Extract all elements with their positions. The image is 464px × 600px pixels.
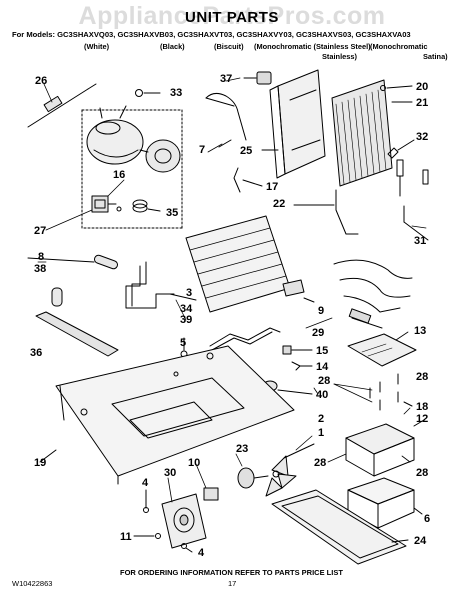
callout-23: 23	[236, 443, 248, 455]
callout-40: 40	[316, 389, 328, 401]
part-11-screw	[133, 533, 161, 539]
models-line: For Models: GC3SHAXVQ03, GC3SHAXVB03, GC…	[12, 30, 411, 39]
callout-33: 33	[170, 87, 182, 99]
footer-note: FOR ORDERING INFORMATION REFER TO PARTS …	[120, 568, 343, 577]
part-18-screws	[369, 373, 413, 411]
part-37-cap	[243, 71, 272, 85]
callout-28-b: 28	[416, 371, 428, 383]
callout-38: 38	[34, 263, 46, 275]
callout-36: 36	[30, 347, 42, 359]
callout-24: 24	[414, 535, 427, 547]
part-24-drain-pan	[271, 489, 409, 565]
callout-15: 15	[316, 345, 328, 357]
part-7-tube	[205, 92, 247, 148]
callout-16: 16	[113, 169, 125, 181]
callout-20: 20	[416, 81, 428, 93]
variant-black: (Black)	[160, 42, 185, 51]
callout-28-c: 28	[314, 457, 326, 469]
callout-5: 5	[180, 337, 186, 349]
part-25-evap-cover	[261, 69, 326, 179]
part-17-drain	[233, 167, 263, 193]
callout-30: 30	[164, 467, 176, 479]
callout-11: 11	[120, 531, 132, 543]
part-10-bracket	[203, 487, 219, 501]
callout-19: 19	[34, 457, 46, 469]
variant-biscuit: (Biscuit)	[214, 42, 244, 51]
footer-doc-number: W10422863	[12, 579, 53, 588]
callout-2: 2	[318, 413, 324, 425]
callout-27: 27	[34, 225, 46, 237]
callout-34: 34	[180, 303, 193, 315]
part-9-pad	[282, 279, 315, 303]
footer-page-number: 17	[228, 579, 237, 588]
part-8-drier	[27, 254, 119, 270]
callout-4-top: 4	[142, 477, 149, 489]
callout-17: 17	[266, 181, 278, 193]
part-30-shroud	[161, 493, 207, 549]
part-2-fan-motor	[237, 467, 269, 489]
variant-white: (White)	[84, 42, 110, 51]
part-6-box	[347, 477, 423, 529]
part-compressor	[86, 105, 181, 173]
callout-14: 14	[316, 361, 329, 373]
callout-8: 8	[38, 251, 44, 263]
leader-lines	[37, 77, 427, 503]
callout-32: 32	[416, 131, 428, 143]
callout-18: 18	[416, 401, 428, 413]
callout-37: 37	[220, 73, 232, 85]
part-34-tubing	[125, 261, 175, 309]
callout-21: 21	[416, 97, 428, 109]
part-21-evaporator	[331, 79, 413, 187]
callout-25: 25	[240, 145, 252, 157]
part-13-cover	[347, 333, 417, 367]
part-35-grommet	[132, 199, 161, 213]
callout-12: 12	[416, 413, 428, 425]
callout-39: 39	[180, 314, 192, 326]
page-title: UNIT PARTS	[185, 9, 279, 26]
part-16-relay	[91, 195, 122, 213]
part-4-screw-bottom	[181, 543, 193, 553]
part-31-sensor	[403, 205, 429, 241]
variant-satina-line1: (Monochromatic	[370, 42, 428, 51]
callout-3: 3	[186, 287, 192, 299]
part-4-screw-top	[143, 489, 149, 513]
part-33-screw	[135, 89, 161, 97]
callout-13: 13	[414, 325, 426, 337]
part-38-grommet	[51, 287, 63, 307]
part-20-screw	[380, 85, 413, 91]
part-26-tube	[27, 83, 97, 128]
part-15-plug	[282, 345, 313, 355]
variant-stainless-line2: Stainless)	[322, 52, 357, 61]
callout-9: 9	[318, 305, 324, 317]
variant-stainless-line1: (Monochromatic (Stainless Steel)	[254, 42, 371, 51]
callout-6: 6	[424, 513, 430, 525]
callout-22: 22	[273, 198, 285, 210]
compressor-group-outline	[81, 109, 183, 229]
callout-31: 31	[414, 235, 426, 247]
callout-4-bottom: 4	[198, 547, 205, 559]
callout-28-d: 28	[416, 467, 428, 479]
callout-10: 10	[188, 457, 200, 469]
callout-29: 29	[312, 327, 324, 339]
callout-7: 7	[199, 144, 205, 156]
callout-26: 26	[35, 75, 47, 87]
watermark: AppliancePartsPros.com	[78, 2, 386, 30]
part-22-rod	[293, 189, 359, 235]
part-14-clip	[291, 361, 313, 371]
part-1-fan-blade	[265, 443, 315, 497]
callout-35: 35	[166, 207, 178, 219]
callout-28-a: 28	[318, 375, 330, 387]
callout-1: 1	[318, 427, 324, 439]
part-29-harness	[333, 259, 413, 329]
part-12-housing	[345, 419, 425, 477]
part-39-harness	[209, 327, 281, 351]
part-32-clip	[387, 139, 429, 197]
callout-labels: 26 33 37 20 21 32 7 25 16 17 22 27 35 31…	[30, 73, 430, 559]
variant-satina-line2: Satina)	[423, 52, 448, 61]
part-36-strip	[35, 311, 119, 357]
part-19-base-pan	[39, 345, 295, 485]
